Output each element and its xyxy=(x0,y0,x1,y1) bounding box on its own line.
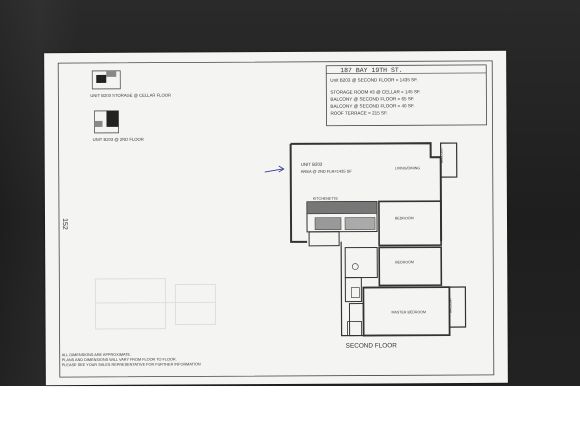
sheet-border xyxy=(57,60,495,378)
room-bedroom-1-label: BEDROOM xyxy=(395,216,414,220)
unit-label-name: UNIT B203 xyxy=(301,162,323,167)
floor-plan-drawing: UNIT B203 STORAGE @ CELLAR FLOOR UNIT B2… xyxy=(57,60,495,378)
key-plan-floor-caption: UNIT B203 @ 2ND FLOOR xyxy=(93,137,144,142)
area-line-storage: STORAGE ROOM #3 @ CELLAR = 145 SF. xyxy=(330,89,420,94)
unit-area-line: Unit B203 @ SECOND FLOOR = 1435 SF. xyxy=(330,77,418,82)
key-plan-floor xyxy=(94,110,119,134)
address-title: 187 BAY 19TH ST. xyxy=(340,67,402,74)
pointer-arrow xyxy=(264,168,283,173)
room-kitchen-label: KITCHENETTE xyxy=(313,197,339,201)
area-line-roof: ROOF TERRACE = 215 SF. xyxy=(330,110,387,115)
room-balcony-label: BALCONY xyxy=(440,147,444,163)
note-line-1: ALL DIMENSIONS ARE APPROXIMATE. xyxy=(62,353,131,357)
room-balcony-2-label: BALCONY xyxy=(448,297,452,313)
room-bedroom-2-label: BEDROOM xyxy=(395,260,414,264)
area-line-balcony-1: BALCONY @ SECOND FLOOR = 65 SF. xyxy=(330,96,414,101)
area-summary-box xyxy=(325,64,487,127)
unit-plan xyxy=(289,142,467,337)
area-line-balcony-2: BALCONY @ SECOND FLOOR = 40 SF. xyxy=(330,103,414,108)
key-plan-storage xyxy=(91,70,121,90)
floor-title: SECOND FLOOR xyxy=(346,342,398,349)
unit-label-area: AREA @ 2ND FLR=1435 SF xyxy=(301,169,353,174)
bottom-background xyxy=(0,386,580,436)
note-line-3: PLEASE SEE YOUR SALES REPRESENTATIVE FOR… xyxy=(62,362,201,367)
floor-plan-sheet: UNIT B203 STORAGE @ CELLAR FLOOR UNIT B2… xyxy=(44,50,508,386)
room-master-label: MASTER BEDROOM xyxy=(391,310,426,314)
page-number: 152 xyxy=(61,218,68,230)
note-line-2: PLANS AND DIMENSIONS WILL VARY FROM FLOO… xyxy=(62,358,177,363)
key-plan-storage-caption: UNIT B203 STORAGE @ CELLAR FLOOR xyxy=(90,93,171,98)
room-living-label: LIVING/DINING xyxy=(395,166,421,170)
bleed-through-imprint xyxy=(94,278,217,330)
